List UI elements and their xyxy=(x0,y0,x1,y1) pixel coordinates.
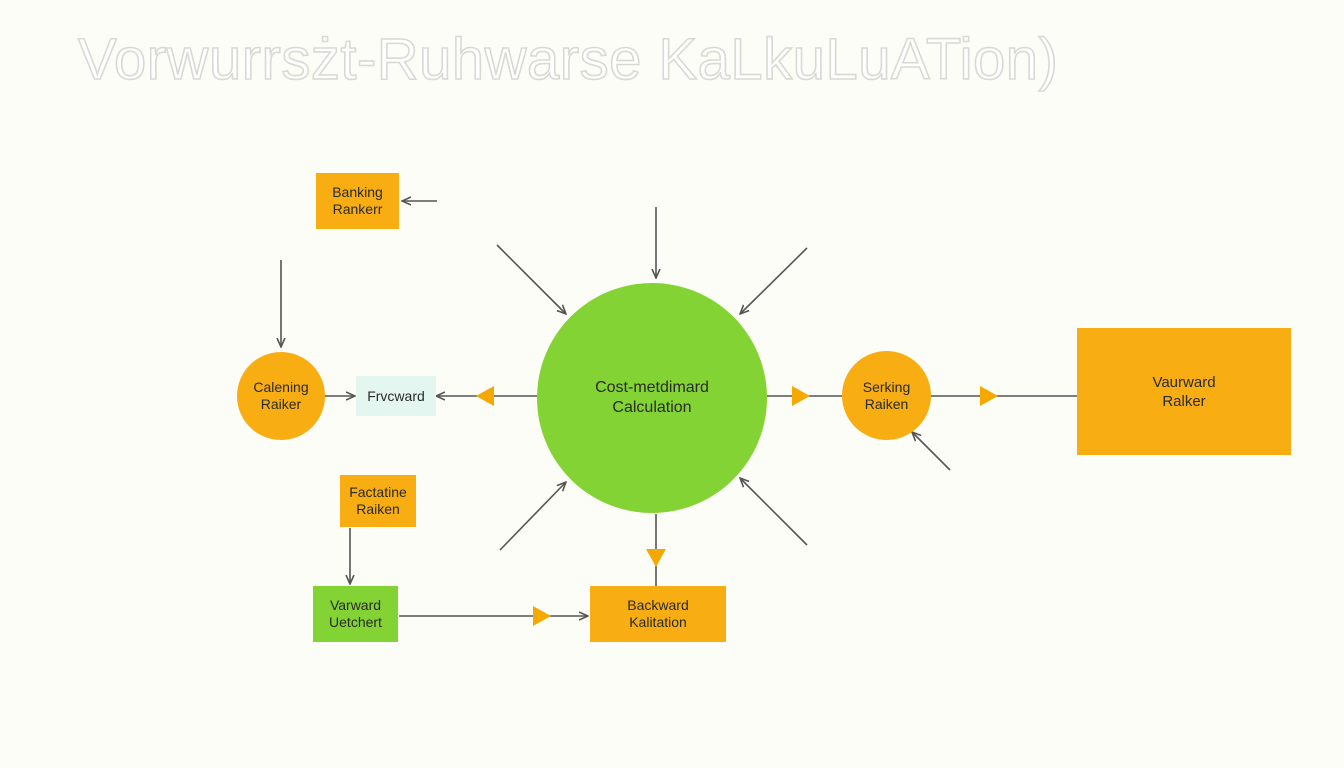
varward-uetchert-node: Varward Uetchert xyxy=(313,586,398,642)
edge-hub-in-tr xyxy=(740,247,808,314)
node-label-line: Banking xyxy=(332,184,383,200)
edge-hub-in-br xyxy=(740,478,808,546)
node-label-line: Ralker xyxy=(1162,392,1206,410)
node-label-line: Factatine xyxy=(349,484,407,500)
vaurward-ralker-node: Vaurward Ralker xyxy=(1077,328,1291,455)
node-label-line: Vaurward xyxy=(1152,373,1216,391)
node-label-line: Uetchert xyxy=(329,614,382,630)
node-label-line: Raiken xyxy=(356,501,400,517)
node-label-line: Serking xyxy=(862,378,911,395)
node-label-line: Frvcward xyxy=(367,387,425,404)
calening-raiker-node: Calening Raiker xyxy=(237,352,325,440)
arrowhead-right-accent-3 xyxy=(533,606,551,626)
arrowhead-right-accent-1 xyxy=(792,386,810,406)
node-label-line: Rankerr xyxy=(332,201,383,217)
node-label-line: Calening xyxy=(253,379,309,395)
node-label-line: Raiken xyxy=(864,395,909,412)
banking-rankerr-node: Banking Rankerr xyxy=(316,173,399,229)
arrowhead-right-accent-2 xyxy=(980,386,998,406)
node-label-line: Raiker xyxy=(260,396,302,412)
node-label-line: Kalitation xyxy=(629,614,687,630)
cost-calculation-hub: Cost-metdimard Calculation xyxy=(537,283,767,513)
serking-raiken-node: Serking Raiken xyxy=(842,351,931,440)
factatine-raiken-node: Factatine Raiken xyxy=(340,475,416,527)
frvcward-node: Frvcward xyxy=(356,376,436,416)
node-label-line: Varward xyxy=(329,597,382,613)
node-label-line: Cost-metdimard xyxy=(595,379,709,396)
node-label-line: Calculation xyxy=(612,399,692,416)
diagram-title: Vorwurrsżt-Ruhwarse KaLkuLuATion) xyxy=(77,26,1059,93)
edge-hub-in-bl xyxy=(499,482,566,551)
node-label-line: Backward xyxy=(627,597,689,613)
edge-into-serking xyxy=(912,432,951,471)
edge-hub-in-tl xyxy=(496,244,566,314)
backward-kalitation-node: Backward Kalitation xyxy=(590,586,726,642)
arrowhead-left-accent xyxy=(476,386,494,406)
arrowhead-down-accent xyxy=(646,549,666,567)
